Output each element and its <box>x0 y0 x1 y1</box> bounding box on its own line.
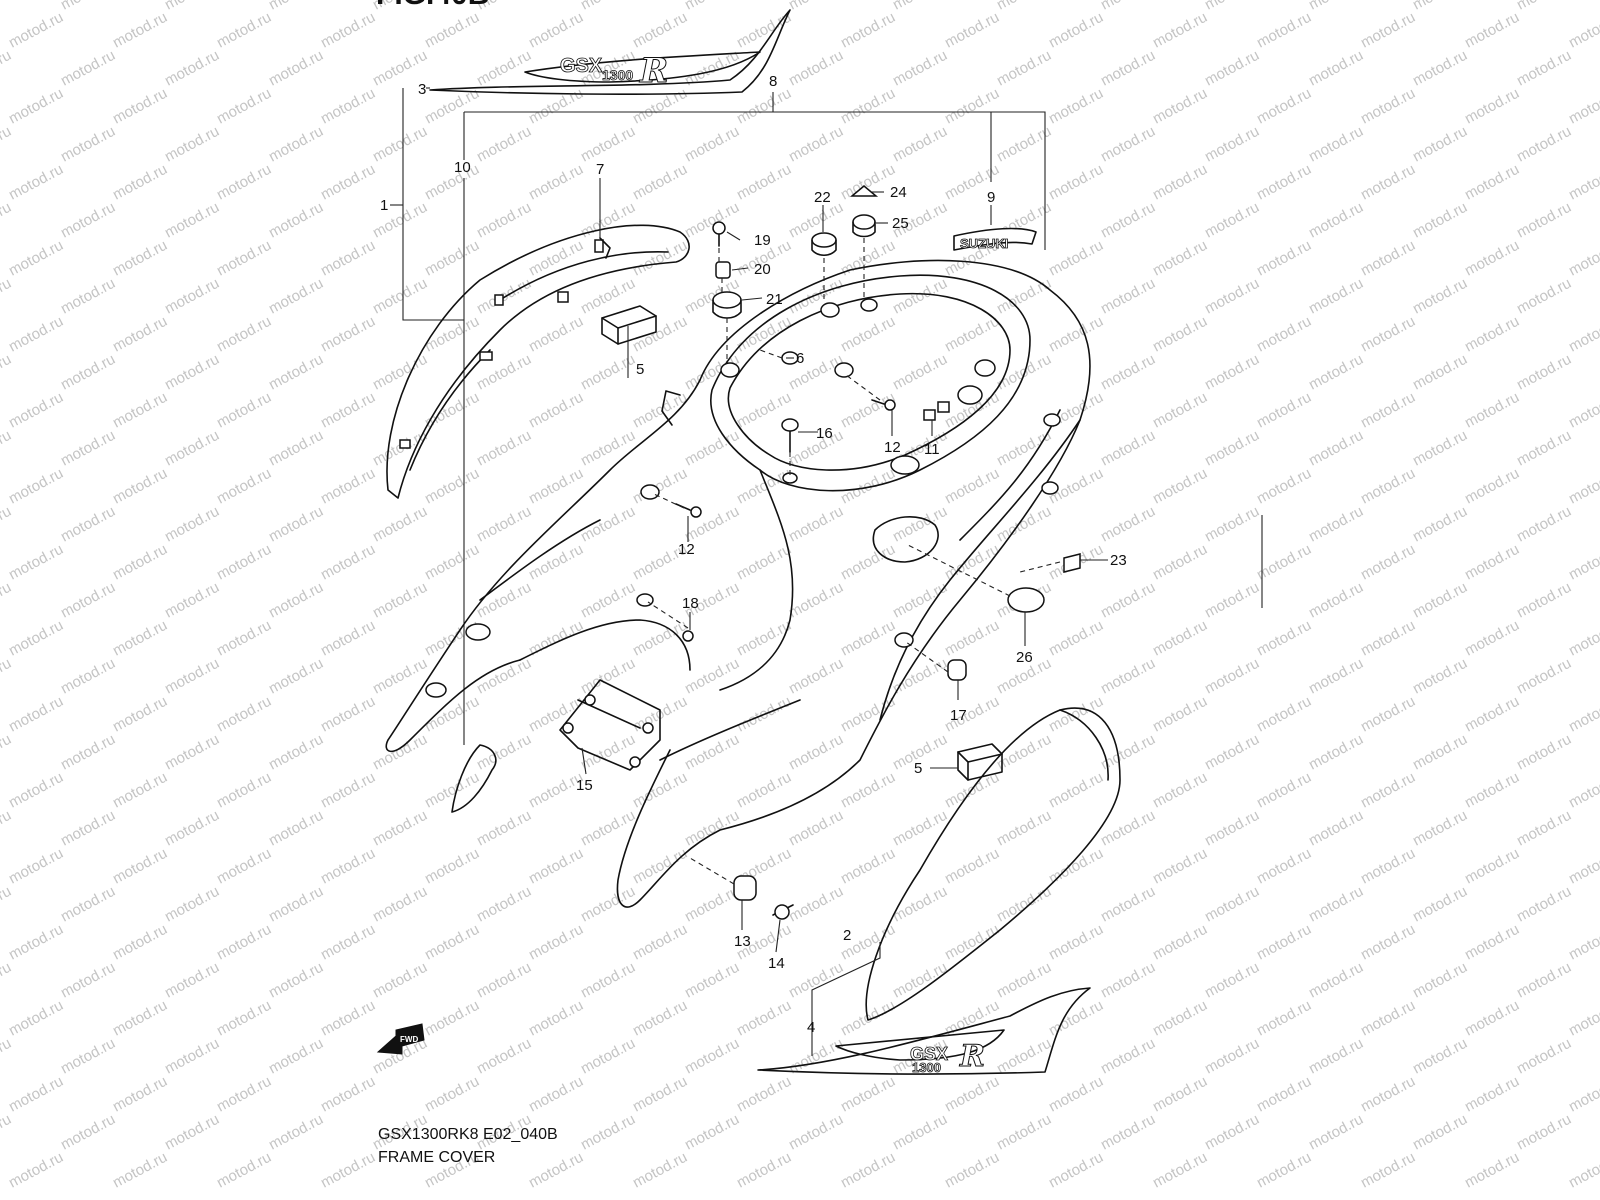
callout-23: 23 <box>1110 552 1127 569</box>
assembly-lines <box>647 238 1061 885</box>
callout-26: 26 <box>1016 649 1033 666</box>
callout-3: 3 <box>418 81 426 98</box>
figure-title: FIG.40B <box>376 0 489 12</box>
upper-stripe-decal: GSX 1300 R <box>429 9 791 95</box>
callout-12-lower: 12 <box>678 541 695 558</box>
figure-name-label: FRAME COVER <box>378 1149 496 1166</box>
callout-6: 6 <box>796 350 804 367</box>
lower-decal-suffix: R <box>959 1039 985 1074</box>
lower-bracket <box>811 942 881 1056</box>
upper-decal-model: 1300 <box>602 67 633 83</box>
cushion-pad-upper <box>601 305 657 345</box>
lower-decal-model: 1300 <box>912 1060 941 1075</box>
callout-labels: 1 2 3 4 5 5 6 7 8 9 10 11 12 12 13 14 15… <box>380 73 1127 1036</box>
callout-12-upper: 12 <box>884 439 901 456</box>
hardware-parts <box>599 185 1081 920</box>
callout-5-lower: 5 <box>914 760 922 777</box>
callout-13: 13 <box>734 933 751 950</box>
emblem-text: SUZUKI <box>960 236 1008 251</box>
callout-15: 15 <box>576 777 593 794</box>
suzuki-emblem: SUZUKI <box>953 227 1037 251</box>
callout-21: 21 <box>766 291 783 308</box>
callout-16: 16 <box>816 425 833 442</box>
upper-decal-prefix: GSX <box>560 55 603 77</box>
callout-18: 18 <box>682 595 699 612</box>
callout-7: 7 <box>596 161 604 178</box>
callout-19: 19 <box>754 232 771 249</box>
bracket <box>559 679 661 771</box>
lower-decal-prefix: GSX <box>910 1044 948 1064</box>
upper-decal-suffix: R <box>639 51 668 91</box>
lower-stripe-decal: GSX 1300 R <box>757 987 1091 1075</box>
lower-side-panel <box>865 707 1121 1021</box>
callout-25: 25 <box>892 215 909 232</box>
callout-10: 10 <box>454 159 471 176</box>
callout-1: 1 <box>380 197 388 214</box>
callout-4: 4 <box>807 1019 815 1036</box>
callout-14: 14 <box>768 955 785 972</box>
callout-17: 17 <box>950 707 967 724</box>
assembly-brackets <box>390 87 1046 745</box>
fwd-arrow-icon: FWD <box>376 1023 425 1055</box>
callout-5-upper: 5 <box>636 361 644 378</box>
left-side-cover <box>386 224 690 499</box>
rear-frame-cover <box>385 259 1091 908</box>
fwd-label: FWD <box>400 1035 418 1044</box>
model-code-label: GSX1300RK8 E02_040B <box>378 1126 558 1143</box>
callout-11: 11 <box>924 441 940 458</box>
callout-24: 24 <box>890 184 907 201</box>
callout-leaders <box>581 178 1108 953</box>
callout-20: 20 <box>754 261 771 278</box>
tail-piece <box>451 744 497 813</box>
callout-8: 8 <box>769 73 777 90</box>
callout-2: 2 <box>843 927 851 944</box>
callout-9: 9 <box>987 189 995 206</box>
callout-22: 22 <box>814 189 831 206</box>
